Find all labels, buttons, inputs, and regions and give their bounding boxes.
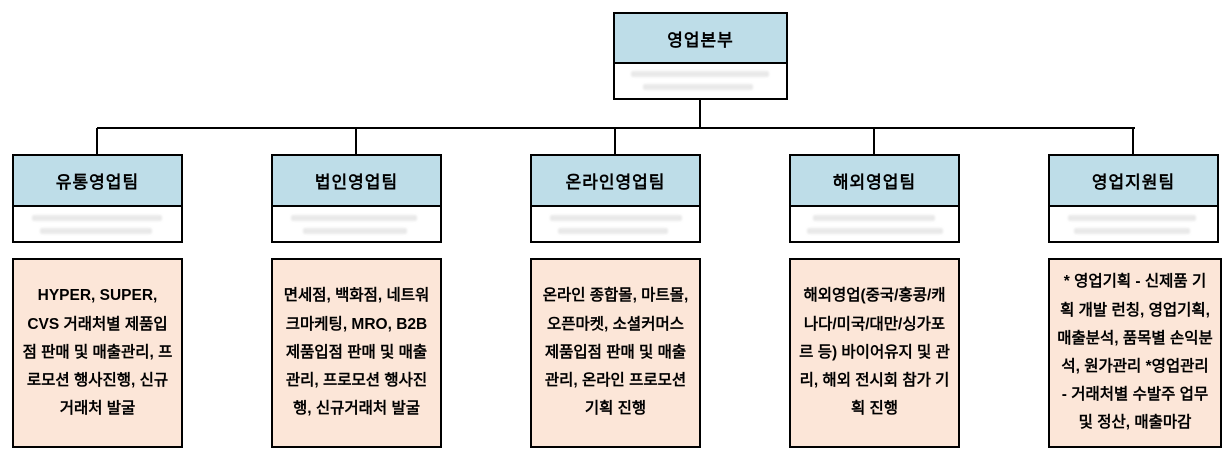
connector-drop-corporate (355, 128, 357, 155)
connector-root-vertical (699, 99, 701, 129)
redacted-line (558, 228, 668, 234)
team-description-support: * 영업기획 - 신제품 기획 개발 런칭, 영업기획, 매출분석, 품목별 손… (1048, 258, 1222, 448)
team-subbox-corporate (273, 207, 440, 241)
redacted-line (631, 71, 769, 77)
redacted-line (303, 228, 407, 234)
redacted-line (1074, 228, 1190, 234)
team-subbox-overseas (791, 207, 958, 241)
team-subbox-online (532, 207, 699, 241)
connector-drop-overseas (873, 128, 875, 155)
root-node: 영업본부 (613, 12, 788, 100)
connector-drop-online (614, 128, 616, 155)
root-node-title: 영업본부 (615, 14, 786, 64)
team-box-support: 영업지원팀 (1048, 154, 1219, 243)
team-title-overseas: 해외영업팀 (791, 156, 958, 207)
team-title-distribution: 유통영업팀 (14, 156, 181, 207)
redacted-line (1068, 215, 1196, 221)
team-subbox-support (1050, 207, 1217, 241)
team-box-distribution: 유통영업팀 (12, 154, 183, 243)
redacted-line (40, 228, 152, 234)
team-description-corporate: 면세점, 백화점, 네트워크마케팅, MRO, B2B 제품입점 판매 및 매출… (271, 258, 442, 448)
team-title-online: 온라인영업팀 (532, 156, 699, 207)
team-box-corporate: 법인영업팀 (271, 154, 442, 243)
connector-horizontal (97, 127, 1135, 129)
redacted-line (550, 215, 682, 221)
redacted-line (32, 215, 162, 221)
redacted-line (813, 215, 935, 221)
team-subbox-distribution (14, 207, 181, 241)
team-description-distribution: HYPER, SUPER, CVS 거래처별 제품입점 판매 및 매출관리, 프… (12, 258, 183, 448)
team-title-corporate: 법인영업팀 (273, 156, 440, 207)
connector-drop-support (1132, 128, 1134, 155)
redacted-line (291, 215, 417, 221)
team-box-online: 온라인영업팀 (530, 154, 701, 243)
team-box-overseas: 해외영업팀 (789, 154, 960, 243)
root-node-subbox (615, 64, 786, 98)
connector-drop-distribution (96, 128, 98, 155)
team-description-online: 온라인 종합몰, 마트몰, 오픈마켓, 소셜커머스 제품입점 판매 및 매출관리… (530, 258, 701, 448)
team-description-overseas: 해외영업(중국/홍콩/캐나다/미국/대만/싱가포르 등) 바이어유지 및 관리,… (789, 258, 960, 448)
team-title-support: 영업지원팀 (1050, 156, 1217, 207)
redacted-line (643, 84, 753, 90)
redacted-line (807, 228, 943, 234)
